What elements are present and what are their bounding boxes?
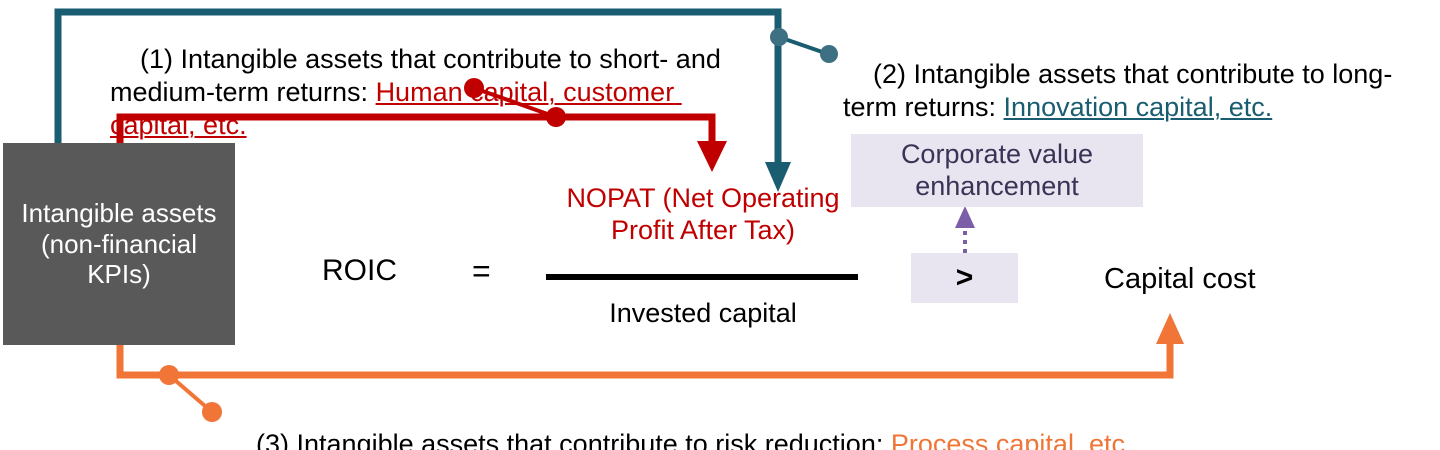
greater-than-box: >: [911, 253, 1018, 303]
callout-long-term: (2) Intangible assets that contribute to…: [843, 25, 1440, 157]
corporate-value-enhancement-box: Corporate value enhancement: [851, 134, 1143, 207]
orange-leader-dot-start: [159, 365, 179, 385]
callout-short-medium-term: (1) Intangible assets that contribute to…: [110, 10, 750, 175]
callout-2-prefix: (2) Intangible assets that contribute to…: [843, 58, 1393, 122]
capital-cost-label: Capital cost: [1104, 263, 1256, 295]
teal-leader-dot-start: [770, 28, 788, 46]
corporate-value-enhancement-label: Corporate value enhancement: [900, 138, 1094, 201]
callout-3-highlight: Process capital, etc.: [890, 428, 1133, 450]
callout-1-highlight: Human capital, customer capital, etc.: [110, 76, 682, 140]
fraction-bar: [546, 274, 858, 280]
intangible-assets-label: Intangible assets (non-financial KPIs): [21, 197, 217, 290]
callout-3-prefix: (3) Intangible assets that contribute to…: [256, 428, 891, 450]
orange-leader-dot-end: [202, 402, 222, 422]
formula-numerator: NOPAT (Net Operating Profit After Tax): [566, 183, 840, 246]
orange-arrowhead-icon: [1156, 313, 1184, 344]
callout-2-highlight: Innovation capital, etc.: [1003, 91, 1273, 122]
value-enhancement-arrowhead-icon: [955, 206, 975, 228]
greater-than-operator: >: [955, 261, 974, 294]
orange-leader-line: [167, 373, 214, 414]
equals-sign: =: [472, 253, 491, 289]
teal-leader-dot-end: [820, 45, 838, 63]
intangible-assets-box: Intangible assets (non-financial KPIs): [3, 143, 235, 345]
callout-risk-reduction: (3) Intangible assets that contribute to…: [226, 395, 1286, 450]
value-enhancement-arrow-group: [955, 206, 975, 253]
formula-denominator: Invested capital: [609, 298, 797, 328]
teal-leader-line: [778, 35, 829, 56]
orange-connector-path: [116, 335, 1174, 379]
callout-1-prefix: (1) Intangible assets that contribute to…: [110, 43, 729, 107]
roic-label: ROIC: [322, 254, 397, 287]
